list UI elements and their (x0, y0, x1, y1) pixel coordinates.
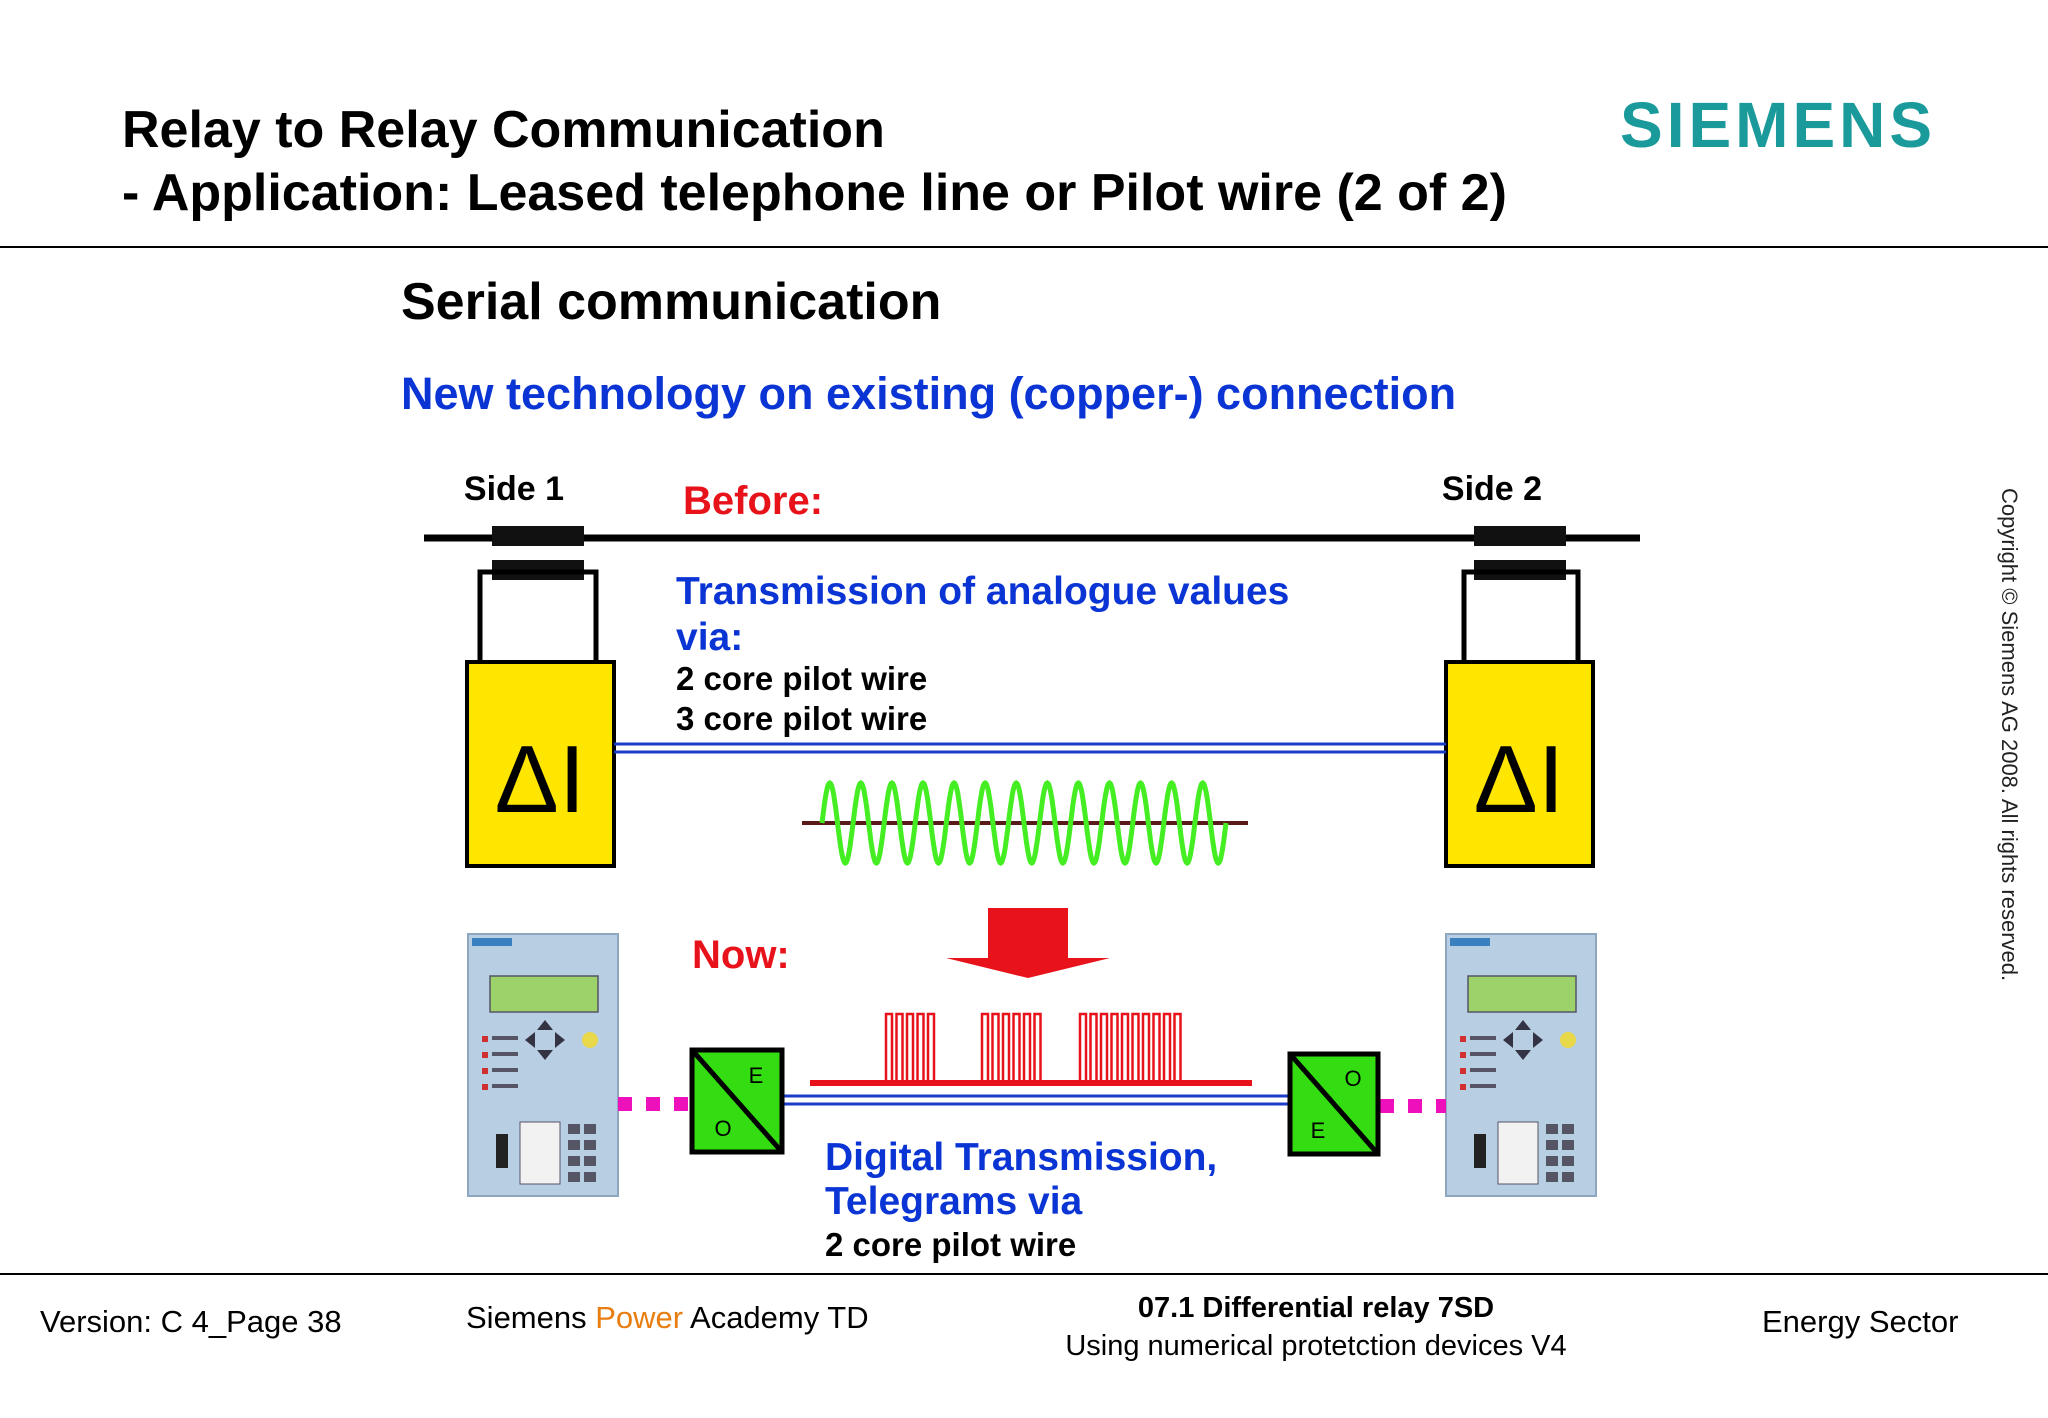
analog-option-2core: 2 core pilot wire (676, 660, 927, 697)
numerical-relay-device-side2 (1445, 933, 1597, 1197)
analog-heading-line1: Transmission of analogue values (676, 570, 1289, 613)
relay-symbol-side2: ΔI (1474, 726, 1565, 833)
relay-communication-diagram: ΔI ΔI Side 1 Side 2 Before: Now: Transmi… (424, 470, 1640, 1263)
analog-option-3core: 3 core pilot wire (676, 700, 927, 737)
converter-o-label-side1: O (714, 1116, 731, 1141)
converter-o-label-side2: O (1344, 1066, 1361, 1091)
footer-divider (0, 1273, 2048, 1275)
differential-relay-side2: ΔI (1444, 660, 1595, 868)
digital-telegram-pulses (884, 1012, 1182, 1083)
analog-pilot-wire (614, 742, 1446, 754)
differential-relay-side1: ΔI (465, 660, 616, 868)
current-transformer-side1 (477, 526, 599, 662)
digital-pilot-wire (784, 1094, 1288, 1106)
academy-suffix: Academy TD (683, 1300, 869, 1335)
converter-e-label-side2: E (1311, 1118, 1326, 1143)
now-label: Now: (692, 933, 790, 977)
academy-prefix: Siemens (466, 1300, 596, 1335)
section-title: Serial communication (401, 273, 942, 331)
side1-label: Side 1 (464, 470, 564, 508)
side2-label: Side 2 (1442, 470, 1542, 508)
section-subtitle: New technology on existing (copper-) con… (401, 368, 1457, 419)
copyright-notice: Copyright © Siemens AG 2008. All rights … (1997, 488, 2022, 982)
analog-sine-wave (819, 779, 1229, 867)
numerical-relay-device-side1 (467, 933, 619, 1197)
analog-heading-line2: via: (676, 616, 743, 659)
footer-version: Version: C 4_Page 38 (40, 1304, 342, 1339)
oe-converter-side1: E O (689, 1047, 785, 1155)
header-divider (0, 246, 2048, 248)
current-transformer-side2 (1461, 526, 1581, 662)
slide-title-line1: Relay to Relay Communication (122, 101, 885, 159)
slide-title-line2: - Application: Leased telephone line or … (122, 164, 1507, 222)
digital-option-2core: 2 core pilot wire (825, 1226, 1076, 1263)
transition-arrow-icon (946, 908, 1110, 978)
converter-e-label-side1: E (749, 1063, 764, 1088)
footer-course-title: 07.1 Differential relay 7SD (1137, 1292, 1495, 1324)
oe-converter-side2: O E (1287, 1051, 1381, 1157)
academy-accent: Power (595, 1300, 684, 1335)
siemens-logo: SIEMENS (1620, 89, 1937, 161)
digital-heading-line1: Digital Transmission, (825, 1136, 1217, 1179)
footer-sector: Energy Sector (1762, 1304, 1959, 1339)
footer-course-subtitle: Using numerical protetction devices V4 (1065, 1330, 1567, 1362)
before-label: Before: (683, 479, 823, 523)
digital-heading-line2: Telegrams via (825, 1180, 1083, 1223)
footer-academy: Siemens Power Academy TD (466, 1300, 869, 1336)
relay-symbol-side1: ΔI (495, 726, 586, 833)
